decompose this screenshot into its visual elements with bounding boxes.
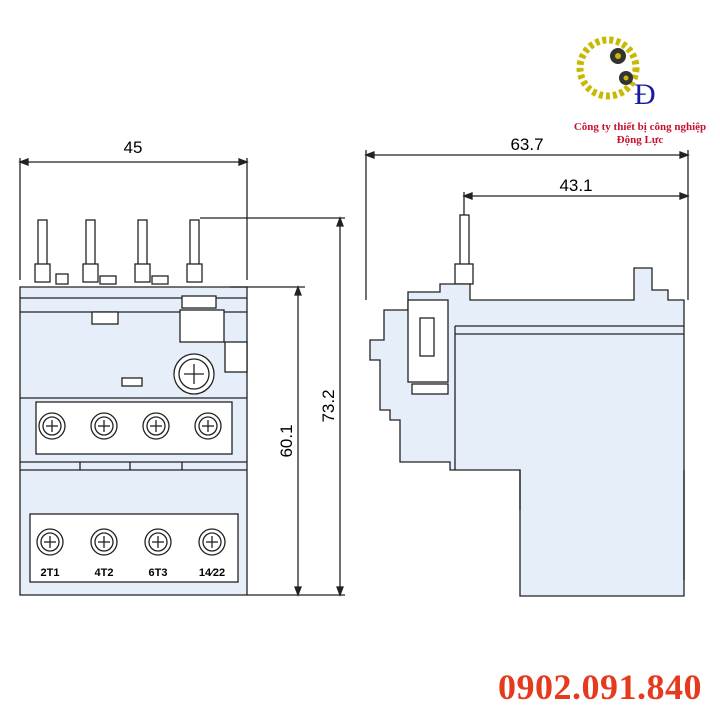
dimension-front-heights: [200, 216, 345, 597]
terminal-label-6t3: 6T3: [149, 567, 168, 579]
lower-terminals: [29, 513, 239, 583]
front-body-height-label: 60.1: [277, 424, 296, 457]
adjustment-dial-icon: [173, 353, 215, 395]
side-view: 63.7 43.1: [364, 135, 690, 597]
side-total-width-label: 63.7: [510, 135, 543, 154]
dimension-side-total: [364, 150, 690, 300]
top-pins: [34, 219, 203, 285]
front-total-height-label: 73.2: [319, 389, 338, 422]
terminal-label-4t2: 4T2: [95, 567, 114, 579]
gear-icon: [576, 36, 640, 100]
logo-letter: Đ: [634, 78, 656, 111]
terminal-label-14-22: 14⁄22: [199, 567, 225, 579]
dimension-front-width: [18, 158, 249, 280]
side-body-width-label: 43.1: [559, 176, 592, 195]
terminal-label-2t1: 2T1: [41, 567, 60, 579]
logo-company-line1: Công ty thiết bị công nghiệp: [574, 121, 706, 133]
dimension-side-body: [462, 192, 690, 215]
company-logo: Đ Công ty thiết bị công nghiệp Động Lực: [574, 36, 706, 146]
front-width-label: 45: [124, 138, 143, 157]
logo-company-line2: Động Lực: [617, 134, 664, 146]
contact-phone: 0902.091.840: [498, 667, 702, 707]
front-view: 45: [18, 138, 345, 597]
upper-terminals: [35, 401, 233, 455]
